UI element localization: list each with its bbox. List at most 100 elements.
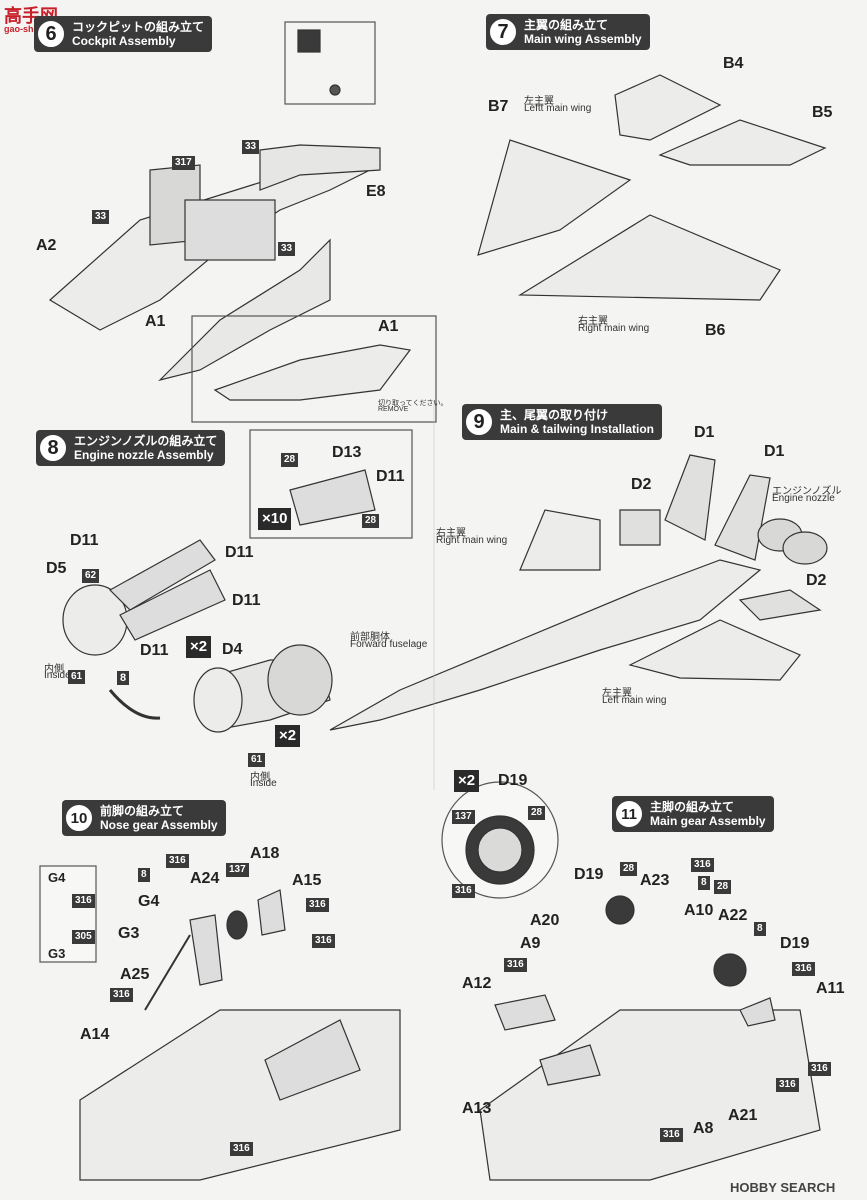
paint-code-tag: 316 <box>691 858 714 872</box>
part-label: A8 <box>693 1120 714 1137</box>
step-11-title-en: Main gear Assembly <box>650 814 766 828</box>
paint-code-tag: 305 <box>72 930 95 944</box>
paint-code-tag: 62 <box>82 569 100 583</box>
paint-code-tag: 316 <box>166 854 189 868</box>
step-11-title-jp: 主脚の組み立て <box>650 800 735 814</box>
part-label: D19 <box>780 935 810 952</box>
part-label: D2 <box>806 572 827 589</box>
inside-label-jp: 内側 <box>44 664 64 675</box>
paint-code-tag: 61 <box>68 670 86 684</box>
step-9-title-jp: 主、尾翼の取り付け <box>500 408 609 422</box>
left-wing-label-jp: 左主翼 <box>524 96 554 107</box>
part-label: A11 <box>816 980 845 997</box>
inside-label-en: Inside <box>44 670 71 681</box>
paint-code-tag: 316 <box>452 884 475 898</box>
paint-code-tag: 316 <box>504 958 527 972</box>
watermark-brand: HOBBY SEARCH <box>730 1180 836 1195</box>
forward-fuselage-label-en: Forward fuselage <box>350 639 428 650</box>
remove-note-en: REMOVE <box>378 406 409 413</box>
part-label: D11 <box>225 544 254 561</box>
part-label: A22 <box>718 907 748 924</box>
paint-code-tag: 317 <box>172 156 195 170</box>
part-label: A20 <box>530 912 560 929</box>
part-label: B7 <box>488 98 509 115</box>
paint-code-tag: 316 <box>72 894 95 908</box>
part-label: D11 <box>376 468 405 485</box>
part-label: A9 <box>520 935 541 952</box>
paint-code-tag: 316 <box>110 988 133 1002</box>
paint-code-tag: 316 <box>312 934 335 948</box>
quantity-badge: ×2 <box>454 770 480 792</box>
step-8-title-en: Engine nozzle Assembly <box>74 448 214 462</box>
step-7-number: 7 <box>488 17 518 47</box>
part-label: D5 <box>46 560 67 577</box>
part-label: D11 <box>232 592 261 609</box>
step-10-title-en: Nose gear Assembly <box>100 818 218 832</box>
remove-note-jp: 切り取ってください。 <box>378 400 448 407</box>
paint-code-tag: 28 <box>528 806 546 820</box>
nozzle-label-en: Engine nozzle <box>772 493 835 504</box>
paint-code-tag: 28 <box>620 862 638 876</box>
part-label: D2 <box>631 476 652 493</box>
paint-code-tag: 28 <box>362 514 380 528</box>
paint-code-tag: 33 <box>278 242 296 256</box>
part-label: A1 <box>378 318 399 335</box>
step-9-number: 9 <box>464 407 494 437</box>
step-6-title-en: Cockpit Assembly <box>72 34 176 48</box>
paint-code-tag: 33 <box>242 140 260 154</box>
step-ref-tag: 8 <box>698 876 710 890</box>
part-label: A13 <box>462 1100 492 1117</box>
part-label: D11 <box>70 532 99 549</box>
step-10-number: 10 <box>64 803 94 833</box>
forward-fuselage-label-jp: 前部胴体 <box>350 632 390 643</box>
part-label: B4 <box>723 55 744 72</box>
part-label: G3 <box>118 925 140 942</box>
part-label: A18 <box>250 845 280 862</box>
step-11-number: 11 <box>614 799 644 829</box>
part-label: A15 <box>292 872 322 889</box>
quantity-badge: ×2 <box>186 636 212 658</box>
part-label: A2 <box>36 237 57 254</box>
quantity-badge: ×10 <box>258 508 292 530</box>
inside-label-jp: 内側 <box>250 772 270 783</box>
step-7-title-en: Main wing Assembly <box>524 32 642 46</box>
part-label: A10 <box>684 902 714 919</box>
part-label: D1 <box>694 424 715 441</box>
part-label: D11 <box>140 642 169 659</box>
step-8-title-jp: エンジンノズルの組み立て <box>74 434 218 448</box>
right-wing-label-jp: 右主翼 <box>436 528 466 539</box>
paint-code-tag: 316 <box>660 1128 683 1142</box>
part-label: G4 <box>48 870 66 885</box>
paint-code-tag: 316 <box>808 1062 831 1076</box>
right-wing-label-jp: 右主翼 <box>578 316 608 327</box>
left-wing-label-jp: 左主翼 <box>602 688 632 699</box>
paint-code-tag: 61 <box>248 753 266 767</box>
paint-code-tag: 316 <box>792 962 815 976</box>
part-label: A14 <box>80 1026 110 1043</box>
left-wing-label-en: Leftt main wing <box>524 103 592 114</box>
paint-code-tag: 316 <box>230 1142 253 1156</box>
step-6-number: 6 <box>36 19 66 49</box>
step-8-number: 8 <box>38 433 68 463</box>
paint-code-tag: 28 <box>714 880 732 894</box>
part-label: E8 <box>366 183 386 200</box>
part-label: A24 <box>190 870 220 887</box>
paint-code-tag: 137 <box>226 863 249 877</box>
part-label: G3 <box>48 946 66 961</box>
part-label: D4 <box>222 641 243 658</box>
part-label: B5 <box>812 104 833 121</box>
part-label: B6 <box>705 322 726 339</box>
part-label: A12 <box>462 975 492 992</box>
part-label: D1 <box>764 443 785 460</box>
part-label: D19 <box>498 772 528 789</box>
paint-code-tag: 28 <box>281 453 299 467</box>
part-label: A25 <box>120 966 150 983</box>
paint-code-tag: 33 <box>92 210 110 224</box>
part-label: A21 <box>728 1107 758 1124</box>
step-ref-tag: 8 <box>138 868 150 882</box>
